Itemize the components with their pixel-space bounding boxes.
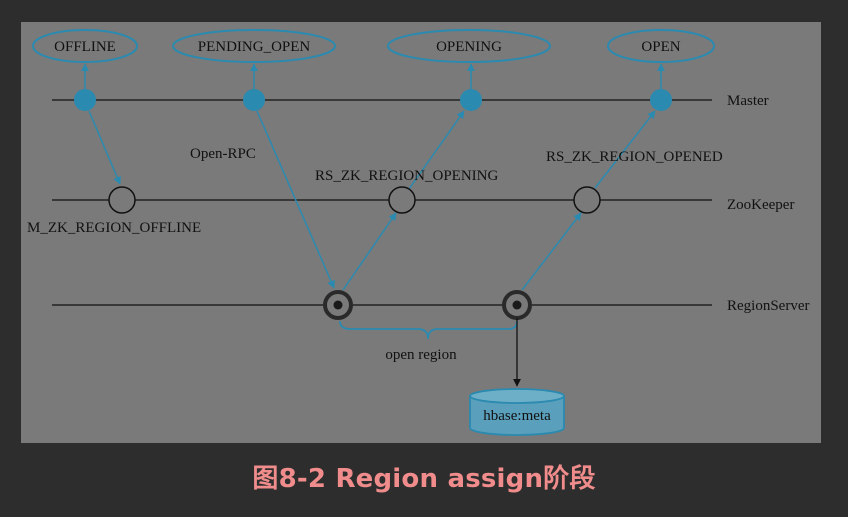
regionserver-node	[502, 290, 532, 320]
state-open: OPEN	[607, 29, 715, 63]
arrow-open-rpc	[256, 110, 335, 289]
zookeeper-node	[108, 186, 136, 214]
state-opening: OPENING	[387, 29, 551, 63]
state-offline: OFFLINE	[32, 29, 138, 63]
zookeeper-node	[573, 186, 601, 214]
arrow-zk-opening-to-master	[408, 110, 465, 190]
lane-regionserver-label: RegionServer	[727, 298, 809, 314]
master-event-dot	[243, 89, 265, 111]
regionserver-node	[323, 290, 353, 320]
arrow-offline-to-zk	[88, 110, 121, 185]
state-opening-label: OPENING	[436, 39, 502, 55]
state-offline-label: OFFLINE	[54, 39, 116, 55]
master-event-dot	[650, 89, 672, 111]
label-m-zk-region-offline: M_ZK_REGION_OFFLINE	[27, 220, 201, 236]
label-rs-zk-region-opening: RS_ZK_REGION_OPENING	[315, 168, 499, 184]
zookeeper-node	[388, 186, 416, 214]
figure-caption: 图8-2 Region assign阶段	[252, 464, 596, 494]
state-pending-open: PENDING_OPEN	[172, 29, 336, 63]
diagram-panel	[21, 22, 821, 443]
arrow-rs-to-zk-opened	[521, 212, 582, 291]
state-pending-open-label: PENDING_OPEN	[198, 39, 311, 55]
label-rs-zk-region-opened: RS_ZK_REGION_OPENED	[546, 149, 723, 165]
hbase-meta-label: hbase:meta	[483, 408, 551, 424]
arrow-zk-opened-to-master	[594, 110, 656, 189]
open-region-brace	[339, 320, 518, 340]
label-open-rpc: Open-RPC	[190, 146, 256, 162]
master-event-dot	[460, 89, 482, 111]
label-open-region: open region	[385, 347, 457, 363]
state-open-label: OPEN	[641, 39, 680, 55]
hbase-meta-cylinder: hbase:meta	[469, 388, 565, 436]
master-event-dot	[74, 89, 96, 111]
lane-master-label: Master	[727, 93, 769, 109]
arrow-rs-to-zk-opening	[342, 212, 397, 291]
lane-zookeeper-label: ZooKeeper	[727, 197, 794, 213]
